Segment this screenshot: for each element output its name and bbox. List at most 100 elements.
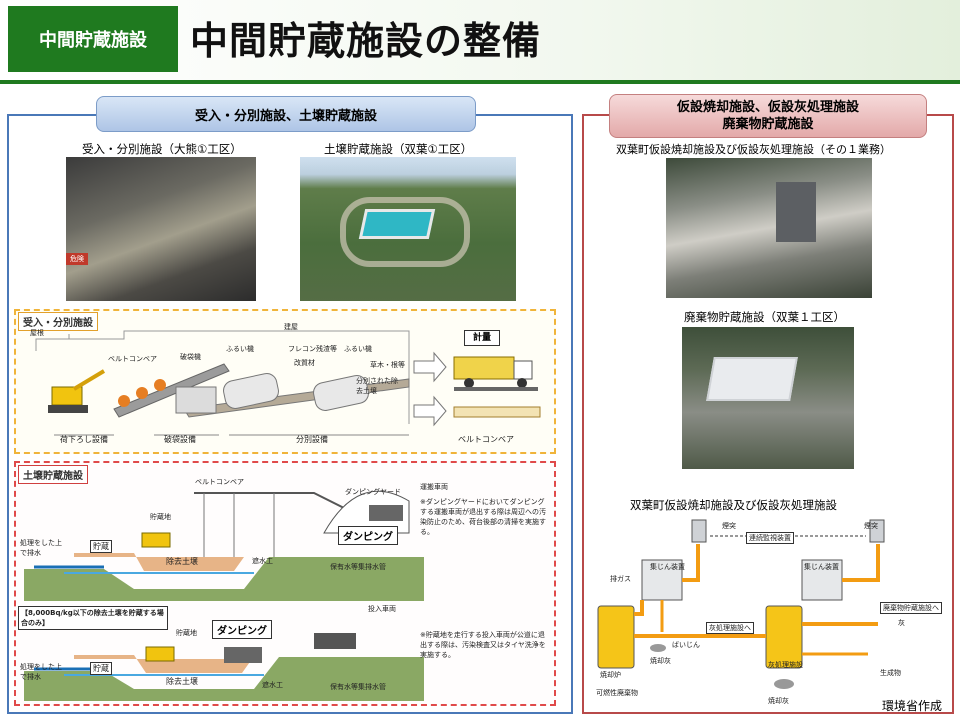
excavator-arm (72, 369, 106, 391)
dust1-label: 集じん装置 (650, 563, 685, 571)
right-panel-caption: 仮設焼却施設、仮設灰処理施設 廃棄物貯蔵施設 (609, 94, 927, 138)
sieve-drum-2 (313, 375, 369, 411)
incinerator-unit (597, 605, 635, 669)
sieve-drum-1 (223, 373, 279, 409)
receiving-diagram-label: 受入・分別施設 (18, 312, 98, 331)
waste-storage-photo (682, 327, 854, 469)
melter-label: 灰処理施設 (768, 661, 803, 669)
gas-label: 排ガス (610, 575, 631, 583)
output-arrow-1 (413, 351, 447, 383)
sieve2-label: ふるい機 (344, 345, 372, 353)
soot-label: ばいじん (672, 641, 700, 649)
flow-arrow-chimney1 (682, 544, 700, 582)
yard-label-2: 貯蔵地 (176, 629, 197, 637)
transport-vehicle-label: 運搬車両 (420, 483, 448, 491)
barrier-label-1: 遮水工 (252, 557, 273, 565)
photo2-label: 土壌貯蔵施設（双葉①工区） (324, 142, 473, 156)
header-rule (0, 80, 960, 84)
photo4-roof (706, 357, 798, 401)
melter-unit (765, 605, 803, 669)
removed-soil-label-1: 除去土壌 (166, 557, 198, 566)
sieve1-label: ふるい機 (226, 345, 254, 353)
ground-profile-1 (24, 557, 424, 601)
soil-layer-1 (74, 553, 244, 571)
removed-soil-label-2: 除去土壌 (166, 677, 198, 686)
receiving-diagram-graphic (35, 330, 541, 436)
flow-arrow-chimney2 (842, 544, 880, 582)
storage-diagram-label: 土壌貯蔵施設 (18, 465, 88, 484)
page-title: 中間貯蔵施設の整備 (190, 19, 542, 63)
weighing-scale (454, 387, 538, 391)
barrier-label-2: 遮水工 (262, 681, 283, 689)
grass-label: 草木・根等 (370, 361, 405, 369)
storage-tag-1: 貯蔵 (90, 540, 112, 553)
dust2-label: 集じん装置 (804, 563, 839, 571)
storage-note-1: ※ダンピングヤードにおいてダンピングする運搬車両が退出する際は周辺への汚染防止の… (420, 498, 546, 536)
flecon-label: フレコン残渣等 (288, 345, 337, 353)
bag (118, 395, 130, 407)
flow-arrow-gas (634, 600, 644, 616)
dumping-label-2: ダンピング (212, 620, 272, 639)
dumping-yard-label: ダンピングヤード (345, 488, 401, 496)
incinerator-label: 焼却炉 (600, 671, 621, 679)
truck-cab (513, 360, 533, 380)
dump-truck-2 (224, 647, 262, 663)
modifier-label: 改質材 (294, 359, 315, 367)
yard-label-1: 貯蔵地 (150, 513, 171, 521)
dumping-dome (323, 490, 410, 534)
special-condition-label: 【8,000Bq/kg以下の除去土壌を貯蔵する場合のみ】 (18, 606, 168, 630)
photo3-label: 双葉町仮設焼却施設及び仮設灰処理施設（その１業務） (616, 143, 891, 156)
chimney1-label: 煙突 (722, 522, 736, 530)
treated-drain-label-1: 処理をした上で排水 (20, 539, 62, 557)
roof-label: 屋根 (30, 329, 44, 337)
belt-conveyor-label: ベルトコンベア (108, 355, 157, 363)
ash-pile-final (774, 679, 794, 689)
pipe-label-2: 保有水等集排水管 (330, 683, 386, 691)
pipe-label-1: 保有水等集排水管 (330, 563, 386, 571)
main-ash-label: 焼却灰 (650, 657, 671, 665)
soil-layer-2 (74, 655, 252, 673)
excavator-track (48, 405, 88, 413)
treated-drain-label-2: 処理をした上で排水 (20, 663, 62, 681)
crusher-label: 破袋機 (180, 353, 201, 361)
truck-wheel (464, 378, 474, 388)
product-label: 生成物 (880, 669, 901, 677)
separated-soil-label: 分別された除去土壌 (356, 377, 398, 395)
header-badge: 中間貯蔵施設 (8, 6, 178, 72)
output-arrow-2 (413, 395, 447, 427)
bag (136, 387, 148, 399)
input-vehicle-label: 投入車両 (368, 605, 396, 613)
crusher-machine (175, 386, 217, 414)
weigh-label: 計量 (464, 330, 500, 346)
dump-truck (369, 505, 403, 521)
building-label: 建屋 (284, 323, 298, 331)
excavator-body (51, 386, 83, 406)
sorting-equipment-label: 分別設備 (296, 435, 328, 444)
building-outline (35, 330, 410, 424)
chimney2-label: 煙突 (864, 522, 878, 530)
diagram-title: 双葉町仮設焼却施設及び仮設灰処理施設 (630, 498, 837, 512)
to-storage-label: 廃棄物貯蔵施設へ (880, 602, 942, 614)
bag-break-equipment-label: 破袋設備 (164, 435, 196, 444)
right-caption-line2: 廃棄物貯蔵施設 (722, 117, 814, 132)
photo2-road (340, 197, 470, 267)
ash-label: 灰 (898, 619, 905, 627)
output-belt-label: ベルトコンベア (458, 435, 514, 444)
dumping-label-1: ダンピング (338, 526, 398, 545)
truck-bed (453, 356, 515, 380)
bulldozer-2 (145, 646, 175, 662)
bulldozer-1 (141, 532, 171, 548)
unload-equipment-label: 荷下ろし設備 (60, 435, 108, 444)
ash-pile-main (650, 644, 666, 652)
incineration-facility-photo (666, 158, 872, 298)
dust-collector-2 (801, 559, 843, 601)
bag (154, 379, 166, 391)
final-ash-label: 焼却灰 (768, 697, 789, 705)
waste-label: 可燃性廃棄物 (596, 689, 638, 697)
storage-belt-label: ベルトコンベア (195, 478, 244, 486)
photo1-label: 受入・分別施設（大熊①工区） (82, 142, 242, 156)
photo3-building (776, 182, 816, 242)
output-belt (453, 406, 541, 418)
incineration-flow-diagram (597, 519, 885, 689)
ground-profile-2 (24, 657, 424, 701)
